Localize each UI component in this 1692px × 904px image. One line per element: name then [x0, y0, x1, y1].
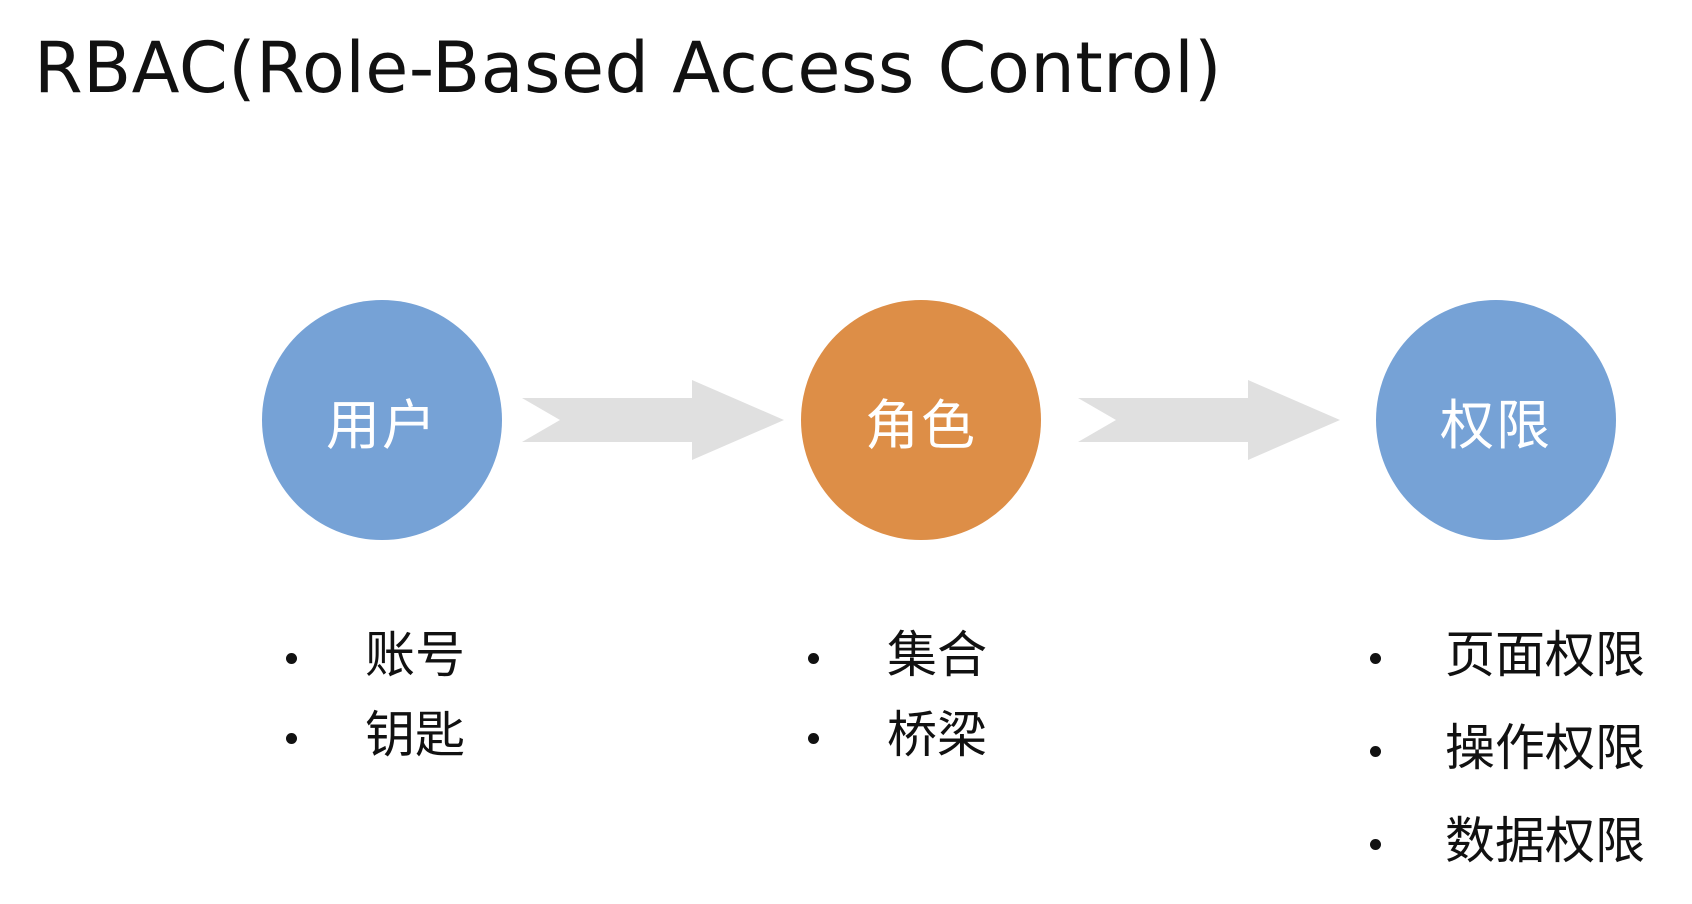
bullet-dot-icon	[1370, 839, 1381, 850]
permission-node: 权限	[1376, 300, 1616, 540]
bullet-dot-icon	[808, 653, 819, 664]
role-bullet-list: 集合 桥梁	[808, 625, 1038, 785]
list-item-text: 集合	[887, 626, 987, 684]
page-title: RBAC(Role-Based Access Control)	[34, 27, 1222, 109]
user-bullet-list: 账号 钥匙	[286, 625, 516, 785]
role-node: 角色	[801, 300, 1041, 540]
user-node-label: 用户	[326, 393, 438, 457]
role-node-label: 角色	[865, 393, 977, 457]
list-item: 集合	[808, 625, 1038, 705]
user-to-role-arrow	[522, 380, 784, 460]
arrow-shape	[522, 380, 784, 460]
arrow-shape	[1078, 380, 1340, 460]
list-item: 操作权限	[1370, 718, 1670, 811]
list-item: 钥匙	[286, 705, 516, 785]
list-item: 页面权限	[1370, 625, 1670, 718]
permission-bullet-list: 页面权限 操作权限 数据权限	[1370, 625, 1670, 904]
user-node: 用户	[262, 300, 502, 540]
list-item-text: 桥梁	[887, 706, 987, 764]
list-item-text: 账号	[365, 626, 465, 684]
list-item-text: 页面权限	[1445, 626, 1645, 684]
bullet-dot-icon	[1370, 746, 1381, 757]
list-item-text: 钥匙	[365, 706, 465, 764]
bullet-dot-icon	[808, 733, 819, 744]
list-item: 账号	[286, 625, 516, 705]
bullet-dot-icon	[286, 733, 297, 744]
permission-node-label: 权限	[1440, 393, 1552, 457]
list-item-text: 操作权限	[1445, 719, 1645, 777]
list-item: 桥梁	[808, 705, 1038, 785]
role-to-permission-arrow	[1078, 380, 1340, 460]
list-item-text: 数据权限	[1445, 812, 1645, 870]
bullet-dot-icon	[1370, 653, 1381, 664]
bullet-dot-icon	[286, 653, 297, 664]
list-item: 数据权限	[1370, 811, 1670, 904]
